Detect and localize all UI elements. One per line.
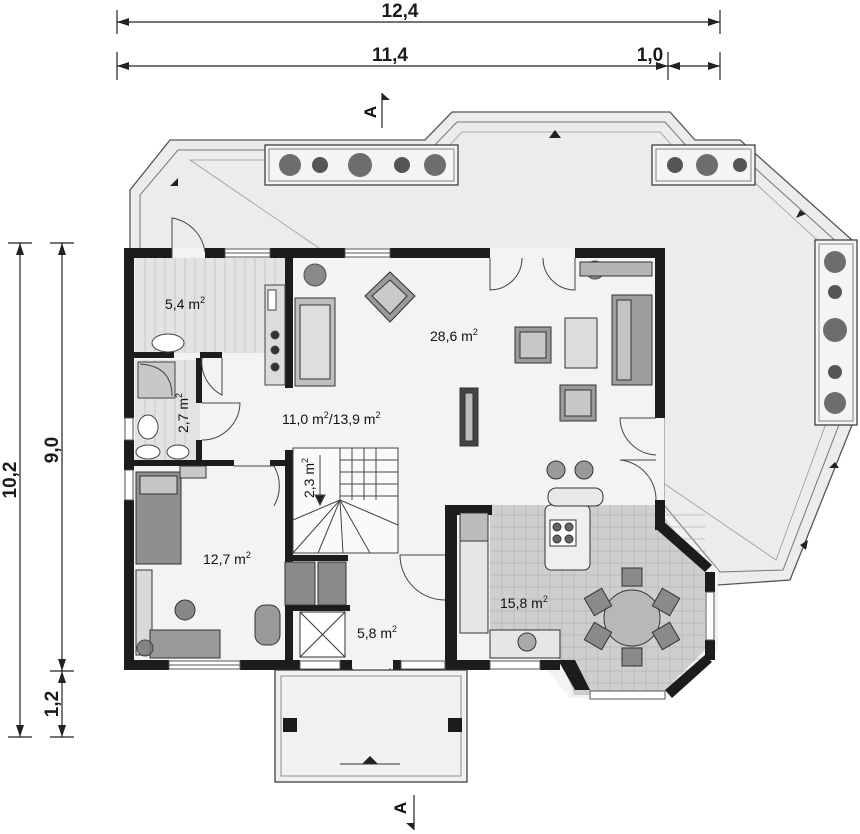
walls [124, 248, 715, 698]
room-label-bedroom: 12,7 m2 [203, 550, 251, 567]
windows [124, 248, 715, 700]
dim-extra-width: 1,0 [637, 45, 663, 66]
dim-total-depth: 10,2 [0, 462, 21, 499]
dim-main-width: 11,4 [372, 45, 408, 66]
section-mark-top [381, 93, 390, 128]
room-label-stairs: 2,3 m2 [300, 458, 317, 498]
living-furniture [294, 260, 653, 447]
closets [284, 561, 347, 658]
dim-main-depth: 9,0 [42, 437, 63, 463]
planter-plants [279, 153, 847, 414]
section-mark-bottom [406, 795, 415, 830]
room-label-wc: 2,7 m2 [174, 393, 191, 433]
kitchen-furniture [459, 460, 681, 667]
porch [274, 669, 468, 783]
dim-total-width: 12,4 [382, 1, 419, 22]
dimension-arrows [16, 18, 720, 737]
section-label-bottom: A [391, 802, 410, 814]
stairs [292, 447, 399, 554]
room-label-kitchen: 15,8 m2 [500, 594, 548, 611]
section-label-top: A [361, 106, 380, 118]
dim-porch-depth: 1,2 [42, 691, 63, 717]
room-label-hall: 11,0 m2/13,9 m2 [282, 410, 381, 427]
room-label-bathroom: 5,4 m2 [165, 295, 205, 312]
bedroom-furniture [135, 465, 281, 659]
bathroom-fixtures [135, 284, 286, 460]
room-label-entry: 5,8 m2 [357, 624, 397, 641]
room-label-living: 28,6 m2 [430, 327, 478, 344]
